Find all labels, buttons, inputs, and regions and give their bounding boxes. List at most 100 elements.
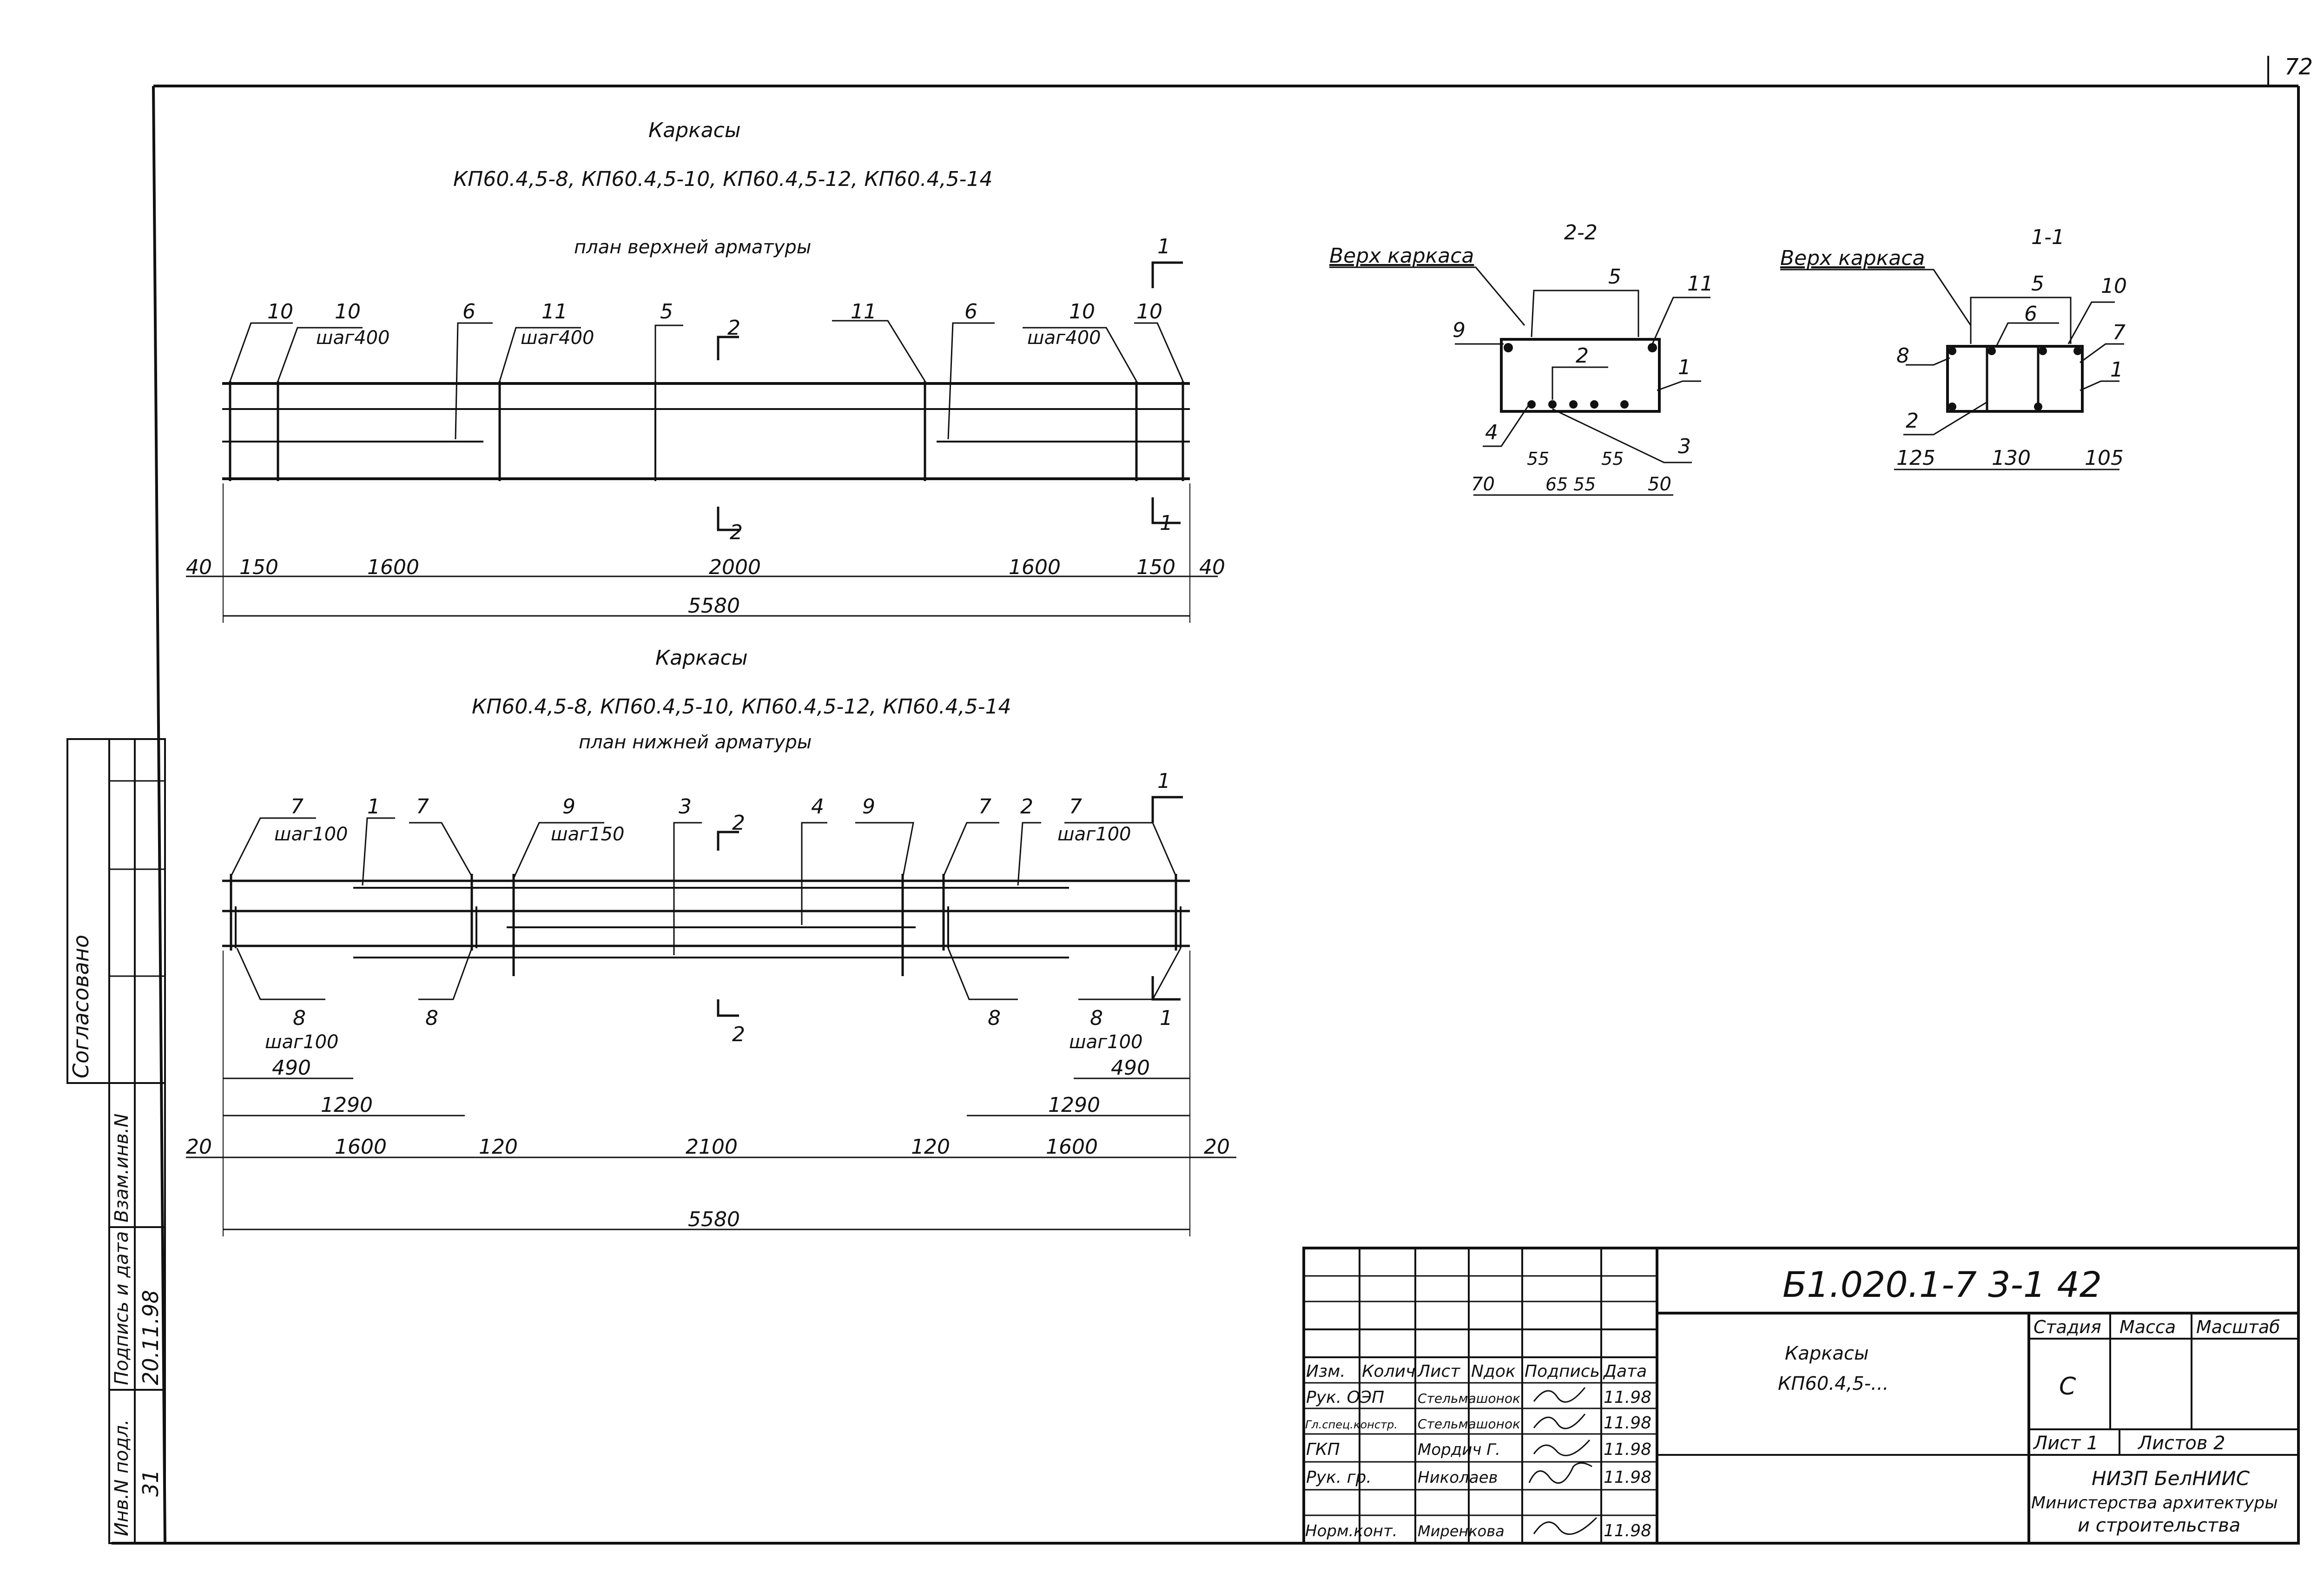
sec22-title: 2-2 [1564, 221, 1598, 244]
top-callout-2: 10 [335, 300, 361, 324]
doc-title-2: КП60.4,5-... [1778, 1373, 1888, 1394]
bottom-section-mark-1a: 1 [1157, 769, 1170, 793]
tb-header-kolich: Колич [1362, 1362, 1415, 1381]
bottom-callout-b6: шаг100 [1069, 1031, 1142, 1053]
top-callout-8: 11 [851, 300, 877, 324]
bottom-callout-b4: 8 [988, 1006, 1001, 1030]
bottom-callout-t4: 7 [416, 795, 429, 819]
top-callout-3: шаг400 [316, 327, 390, 349]
top-dim-7: 40 [1199, 555, 1225, 579]
bottom-callout-t1: 7 [290, 795, 304, 819]
sign-date-value: 20.11.98 [138, 1290, 163, 1385]
doc-code: Б1.020.1-7 3-1 42 [1783, 1264, 2102, 1305]
top-callout-12: 10 [1136, 300, 1162, 324]
bottom-dim-3: 120 [479, 1135, 518, 1159]
bottom-callout-t13: шаг100 [1057, 824, 1131, 845]
tb-row3-date: 11.98 [1604, 1440, 1651, 1459]
sec22-dim-6: 50 [1648, 474, 1671, 495]
bottom-callout-t2: шаг100 [274, 824, 348, 845]
tb-row2-name: Стельмашонок [1418, 1416, 1520, 1432]
sec22-dim-5: 55 [1573, 474, 1596, 495]
tb-row1-date: 11.98 [1604, 1388, 1651, 1407]
bottom-callout-b3: 8 [425, 1006, 438, 1030]
sec22-dim-2: 55 [1527, 449, 1549, 469]
bottom-dim-total: 5580 [688, 1208, 740, 1231]
bottom-section-mark-2a: 2 [732, 811, 745, 835]
bottom-callout-t7: 3 [679, 795, 692, 819]
top-title: Каркасы [648, 119, 741, 142]
sec11-top-label: Верх каркаса [1780, 246, 1925, 270]
left-stamp: Согласовано Взам.инв.N Подпись и дата 20… [66, 738, 166, 1544]
bottom-dim-2: 1600 [335, 1135, 387, 1159]
tb-row3-role: ГКП [1306, 1440, 1340, 1459]
tb-row4-date: 11.98 [1604, 1468, 1651, 1487]
bottom-subdim-2: 1290 [321, 1093, 373, 1117]
sec22-callout-4: 4 [1485, 421, 1498, 444]
bottom-dim-6: 1600 [1046, 1135, 1098, 1159]
bottom-callout-t11: 2 [1020, 795, 1033, 819]
top-plan-label: план верхней арматуры [574, 237, 811, 258]
scale-header: Масштаб [2196, 1317, 2280, 1337]
sec22-callout-5: 5 [1608, 265, 1621, 289]
doc-title-1: Каркасы [1785, 1343, 1869, 1364]
bottom-callout-t9: 9 [862, 795, 875, 819]
sign-date-label: Подпись и дата [111, 1231, 132, 1385]
top-section-mark-2a: 2 [727, 316, 740, 340]
bottom-subtitle: КП60.4,5-8, КП60.4,5-10, КП60.4,5-12, КП… [472, 695, 1011, 719]
sec11-title: 1-1 [2031, 225, 2065, 249]
top-dim-5: 1600 [1009, 555, 1061, 579]
top-callout-9: 6 [964, 300, 977, 324]
tb-row2-role: Гл.спец.констр. [1305, 1418, 1398, 1431]
bottom-callout-t10: 7 [978, 795, 991, 819]
sec11-outline [1946, 345, 2084, 413]
top-callout-7: 5 [660, 300, 673, 324]
sec11-callout-8: 8 [1896, 344, 1909, 368]
inv-orig-label: Инв.N подл. [111, 1419, 132, 1536]
org-line-1: НИЗП БелНИИС [2092, 1467, 2250, 1490]
sec22-dim-1: 70 [1471, 474, 1495, 495]
top-plan: Каркасы КП60.4,5-8, КП60.4,5-10, КП60.4,… [186, 119, 1225, 623]
top-dim-3: 1600 [367, 555, 419, 579]
sec22-top-label: Верх каркаса [1329, 244, 1474, 268]
sec11-callout-2: 2 [1906, 409, 1919, 433]
inv-orig-value: 31 [138, 1469, 163, 1497]
top-dim-6: 150 [1136, 555, 1175, 579]
top-dim-4: 2000 [709, 555, 761, 579]
org-line-3: и строительства [2078, 1515, 2240, 1536]
section-1-1: 1-1 Верх каркаса 5 10 6 7 8 1 2 125 130 … [1780, 225, 2127, 470]
tb-row1-name: Стельмашонок [1418, 1391, 1520, 1406]
sec11-callout-5: 5 [2031, 272, 2044, 296]
bottom-subdim-1: 490 [272, 1056, 311, 1080]
bottom-section-mark-2b: 2 [732, 1023, 745, 1046]
top-dim-2: 150 [239, 555, 278, 579]
bottom-plan: Каркасы КП60.4,5-8, КП60.4,5-10, КП60.4,… [186, 646, 1236, 1236]
bottom-dim-7: 20 [1204, 1135, 1230, 1159]
bottom-title: Каркасы [655, 646, 748, 670]
sheets-label: Листов 2 [2137, 1433, 2225, 1454]
inv-vzam-label: Взам.инв.N [111, 1114, 132, 1222]
agreed-label: Согласовано [68, 935, 93, 1078]
bottom-subdim-4: 1290 [1048, 1093, 1100, 1117]
top-section-mark-1a: 1 [1157, 235, 1170, 258]
sec11-dim-1: 125 [1896, 446, 1935, 470]
sec11-callout-10: 10 [2101, 274, 2127, 298]
top-section-mark-1b: 1 [1160, 511, 1173, 535]
sec22-outline [1500, 338, 1661, 413]
top-dim-1: 40 [186, 555, 212, 579]
top-callout-1: 10 [267, 300, 293, 324]
section-2-2: 2-2 Верх каркаса 5 11 9 2 1 4 3 70 55 55… [1329, 221, 1713, 496]
tb-header-izm: Изм. [1306, 1362, 1346, 1381]
sec22-callout-9: 9 [1452, 318, 1466, 342]
tb-header-data: Дата [1603, 1362, 1647, 1381]
bottom-plan-label: план нижней арматуры [579, 732, 812, 753]
sheet-number: 72 [2284, 54, 2313, 80]
sec22-dim-3: 55 [1601, 449, 1624, 469]
tb-row4-role: Рук. гр. [1306, 1468, 1372, 1487]
sec11-dim-3: 105 [2085, 446, 2124, 470]
bottom-callout-b5: 8 [1090, 1006, 1103, 1030]
top-callout-5: 11 [541, 300, 568, 324]
stage-value: С [2059, 1373, 2076, 1400]
sec22-callout-11: 11 [1687, 272, 1713, 296]
bottom-callout-b2: шаг100 [265, 1031, 338, 1053]
